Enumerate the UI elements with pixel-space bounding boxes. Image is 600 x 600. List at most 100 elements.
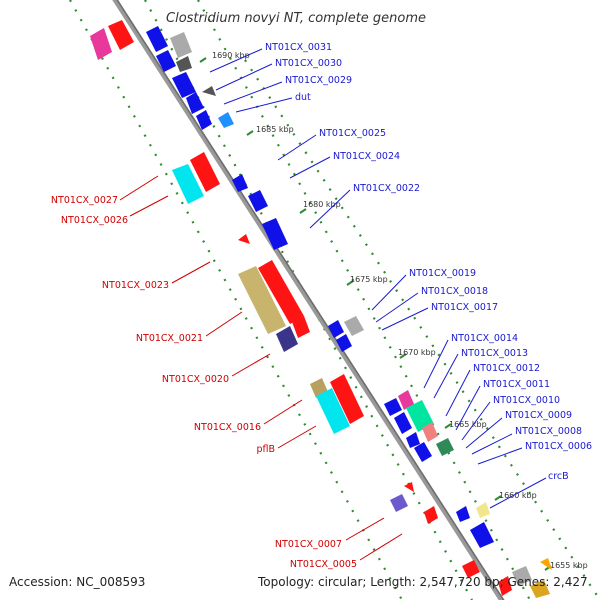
gene-arrow[interactable] — [108, 20, 134, 50]
label-line — [455, 385, 481, 431]
gene-arrow[interactable] — [498, 576, 512, 596]
gene-label[interactable]: NT01CX_0017 — [431, 302, 498, 313]
gene-arrow[interactable] — [406, 432, 420, 448]
gene-arrow[interactable] — [328, 320, 344, 338]
inner-forward-guide — [197, 0, 531, 600]
gene-block[interactable] — [172, 164, 204, 204]
gene-label[interactable]: NT01CX_0006 — [525, 441, 592, 452]
tick-label: 1670 kbp — [398, 348, 436, 357]
gene-label[interactable]: NT01CX_0013 — [461, 348, 528, 359]
accession-text: Accession: NC_008593 — [9, 575, 145, 589]
gene-label[interactable]: NT01CX_0031 — [265, 42, 332, 53]
gene-label[interactable]: NT01CX_0027 — [51, 195, 118, 206]
gene-arrow[interactable] — [262, 218, 288, 250]
gene-block[interactable] — [90, 28, 112, 60]
gene-label[interactable]: NT01CX_0007 — [275, 539, 342, 550]
outer-reverse-guide — [69, 0, 403, 600]
gene-block[interactable] — [512, 566, 532, 586]
label-line — [345, 517, 385, 541]
gene-arrow[interactable] — [172, 72, 196, 98]
gene-label[interactable]: NT01CX_0019 — [409, 268, 476, 279]
gene-arrow[interactable] — [146, 26, 168, 52]
gene-label[interactable]: NT01CX_0023 — [102, 280, 169, 291]
gene-block[interactable] — [406, 400, 434, 432]
gene-label[interactable]: NT01CX_0016 — [194, 422, 261, 433]
gene-block[interactable] — [202, 86, 216, 96]
genome-info-text: Topology: circular; Length: 2,547,720 bp… — [257, 575, 588, 589]
gene-label[interactable]: NT01CX_0014 — [451, 333, 518, 344]
gene-label[interactable]: dut — [295, 92, 311, 103]
label-line — [277, 134, 317, 161]
gene-arrow[interactable] — [292, 316, 310, 338]
gene-block[interactable] — [398, 390, 414, 410]
gene-label[interactable]: NT01CX_0008 — [515, 426, 582, 437]
gene-label[interactable]: NT01CX_0024 — [333, 151, 400, 162]
label-line — [235, 97, 293, 113]
backbone-line — [112, 0, 505, 600]
tick-mark — [494, 495, 502, 501]
gene-label[interactable]: NT01CX_0005 — [290, 559, 357, 570]
gene-arrow[interactable] — [470, 522, 494, 548]
gene-label[interactable]: NT01CX_0026 — [61, 215, 128, 226]
gene-arrow[interactable] — [330, 374, 364, 424]
gene-arrow[interactable] — [414, 442, 432, 462]
gene-arrow[interactable] — [394, 412, 412, 434]
forward-genes — [146, 26, 552, 598]
gene-label[interactable]: NT01CX_0012 — [473, 363, 540, 374]
tick-label: 1675 kbp — [350, 275, 388, 284]
tick-mark — [399, 353, 407, 359]
gene-block[interactable] — [276, 326, 298, 352]
gene-label[interactable]: NT01CX_0025 — [319, 128, 386, 139]
gene-arrow[interactable] — [156, 50, 176, 72]
forward-label-lines — [209, 48, 547, 509]
gene-label[interactable]: crcB — [548, 471, 569, 482]
gene-block[interactable] — [316, 388, 350, 434]
gene-label[interactable]: NT01CX_0018 — [421, 286, 488, 297]
gene-label[interactable]: NT01CX_0011 — [483, 379, 550, 390]
gene-label[interactable]: NT01CX_0021 — [136, 333, 203, 344]
gene-label[interactable]: NT01CX_0022 — [353, 183, 420, 194]
gene-block[interactable] — [530, 580, 550, 598]
gene-arrow[interactable] — [404, 482, 414, 492]
label-line — [465, 417, 503, 449]
gene-block[interactable] — [238, 266, 286, 334]
label-line — [289, 156, 331, 179]
label-line — [461, 401, 491, 441]
gene-block[interactable] — [476, 502, 490, 518]
gene-arrow[interactable] — [424, 506, 438, 524]
gene-arrow[interactable] — [456, 506, 470, 522]
label-line — [375, 292, 419, 323]
label-line — [171, 261, 211, 284]
gene-arrow[interactable] — [462, 560, 480, 578]
gene-label[interactable]: NT01CX_0010 — [493, 395, 560, 406]
gene-arrow[interactable] — [186, 92, 204, 114]
tick-label: 1660 kbp — [499, 491, 537, 500]
gene-arrow[interactable] — [384, 398, 402, 416]
label-line — [277, 425, 317, 449]
gene-arrow[interactable] — [238, 234, 250, 244]
gene-label[interactable]: NT01CX_0009 — [505, 410, 572, 421]
gene-label[interactable]: NT01CX_0030 — [275, 58, 342, 69]
label-line — [423, 339, 449, 389]
gene-arrow[interactable] — [336, 334, 352, 352]
gene-block[interactable] — [390, 494, 408, 512]
gene-block[interactable] — [344, 316, 364, 336]
gene-arrow[interactable] — [190, 152, 220, 192]
tick-mark — [346, 280, 354, 286]
gene-arrow[interactable] — [232, 174, 248, 192]
gene-arrow[interactable] — [196, 110, 212, 130]
label-line — [205, 311, 243, 337]
gene-block[interactable] — [436, 438, 454, 456]
label-line — [471, 433, 513, 455]
gene-label[interactable]: NT01CX_0020 — [162, 374, 229, 385]
gene-block[interactable] — [176, 56, 192, 72]
gene-block[interactable] — [422, 422, 438, 442]
gene-arrow[interactable] — [540, 558, 552, 570]
label-line — [231, 353, 271, 377]
gene-arrow[interactable] — [258, 260, 304, 324]
gene-label[interactable]: pflB — [256, 444, 275, 455]
gene-arrow[interactable] — [248, 190, 268, 212]
gene-block[interactable] — [218, 112, 234, 128]
gene-block[interactable] — [170, 32, 192, 58]
gene-label[interactable]: NT01CX_0029 — [285, 75, 352, 86]
